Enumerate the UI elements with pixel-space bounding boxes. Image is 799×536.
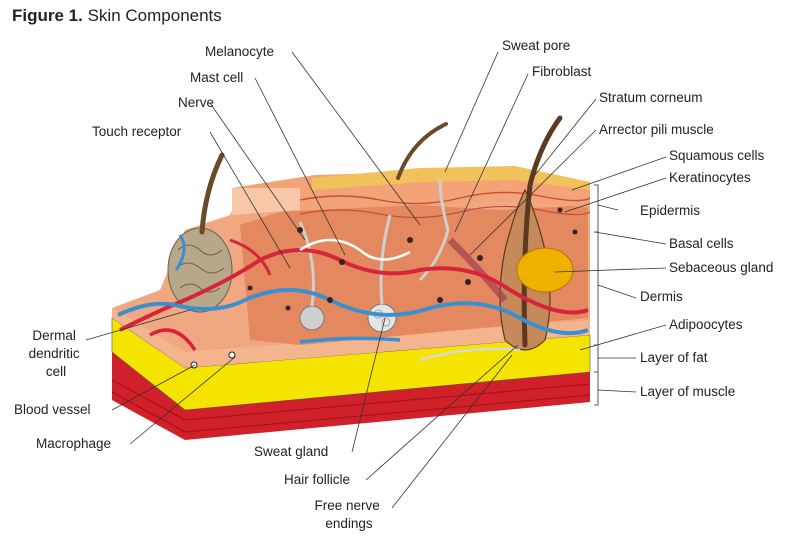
label-stratum-corneum: Stratum corneum xyxy=(599,90,703,105)
label-melanocyte: Melanocyte xyxy=(205,44,274,59)
label-dermal-line-2: dendritic xyxy=(29,346,80,361)
label-free-nerve-line-1: Free nerve xyxy=(314,498,379,513)
label-basal-cells: Basal cells xyxy=(669,236,734,251)
label-mast-cell: Mast cell xyxy=(190,70,243,85)
label-adipoocytes: Adipoocytes xyxy=(669,317,743,332)
label-sebaceous-gland: Sebaceous gland xyxy=(669,260,773,275)
label-layer-of-fat: Layer of fat xyxy=(640,350,708,365)
label-macrophage: Macrophage xyxy=(36,436,111,451)
skin-block-illustration xyxy=(112,118,598,440)
label-free-nerve-endings: Free nerve endings xyxy=(314,498,383,531)
label-free-nerve-line-2: endings xyxy=(325,516,373,531)
label-squamous-cells: Squamous cells xyxy=(669,148,765,163)
label-dermis: Dermis xyxy=(640,289,683,304)
label-hair-follicle: Hair follicle xyxy=(284,472,350,487)
label-fibroblast: Fibroblast xyxy=(532,64,592,79)
label-sweat-gland: Sweat gland xyxy=(254,444,328,459)
layer-brackets xyxy=(594,185,598,405)
label-layer-of-muscle: Layer of muscle xyxy=(640,384,735,399)
label-dermal-line-1: Dermal xyxy=(32,328,76,343)
label-sweat-pore: Sweat pore xyxy=(502,38,570,53)
label-blood-vessel: Blood vessel xyxy=(14,402,91,417)
label-epidermis: Epidermis xyxy=(640,203,700,218)
label-dermal-line-3: cell xyxy=(46,364,66,379)
label-nerve: Nerve xyxy=(178,95,214,110)
sebaceous-gland-shape xyxy=(517,248,573,292)
sweat-gland-shape xyxy=(368,304,396,332)
label-dermal-dendritic-cell: Dermal dendritic cell xyxy=(29,328,84,379)
label-keratinocytes: Keratinocytes xyxy=(669,170,751,185)
label-arrector-pili-muscle: Arrector pili muscle xyxy=(599,122,714,137)
label-touch-receptor: Touch receptor xyxy=(92,124,182,139)
